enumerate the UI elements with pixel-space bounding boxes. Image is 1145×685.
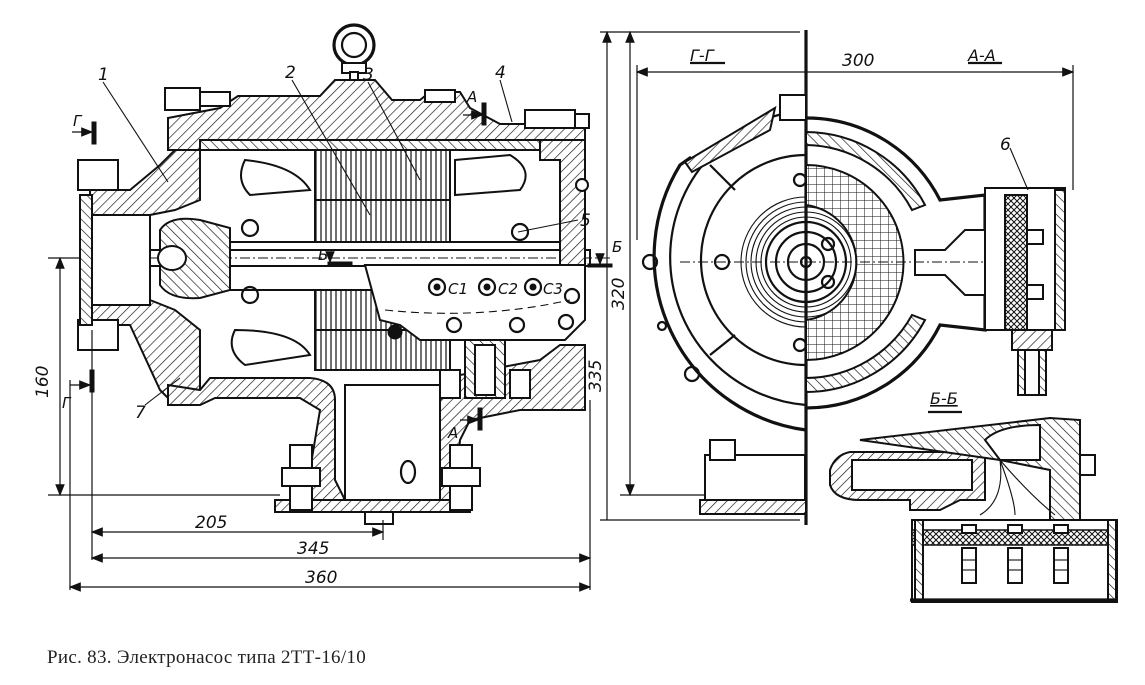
terminal-label-c3: C3	[543, 280, 563, 298]
dim-160: 160	[33, 366, 53, 398]
bearing	[240, 218, 260, 238]
section-b-b: Б-Б	[829, 389, 1118, 603]
dim-205: 205	[195, 513, 227, 533]
dim-335: 335	[586, 360, 606, 392]
bolt	[164, 87, 201, 111]
part-label-2: 2	[285, 63, 296, 83]
inlet-bore	[91, 214, 151, 306]
section-marker-b-right: Б	[587, 238, 622, 268]
part-label-1: 1	[98, 65, 109, 85]
stator-bottom	[314, 199, 451, 243]
terminal-c2	[477, 277, 497, 297]
leader-6	[1009, 147, 1029, 191]
dim-300: 300	[842, 51, 874, 71]
svg-text:Г: Г	[73, 112, 83, 130]
longitudinal-section: 1 2 3 4 5 7 C1 C2 C3 Г Г А А	[60, 23, 622, 525]
leader-7	[144, 377, 181, 406]
bb-terminal	[1053, 524, 1069, 584]
end-foot	[704, 454, 806, 501]
winding-left-bottom	[230, 328, 312, 367]
section-title-b-b: Б-Б	[930, 389, 958, 408]
section-marker-g-top: Г	[72, 112, 97, 145]
bolt	[524, 109, 576, 129]
bolt-hole	[641, 253, 659, 271]
section-title-g-g: Г-Г	[690, 46, 715, 65]
part-label-5: 5	[580, 211, 591, 231]
winding-left-top	[240, 158, 312, 197]
part-label-4: 4	[495, 63, 506, 83]
pump-drawing: 1 2 3 4 5 7 C1 C2 C3 Г Г А А	[33, 23, 1118, 603]
flange	[79, 194, 93, 326]
outlet-chamber	[344, 384, 441, 501]
bolt	[424, 89, 456, 103]
terminal-c3	[523, 277, 543, 297]
part-label-6: 6	[1000, 135, 1011, 155]
svg-text:Б: Б	[318, 246, 328, 264]
section-marker-a-top: А	[463, 88, 487, 126]
svg-text:Г: Г	[62, 394, 72, 412]
stator-winding-mesh	[805, 163, 905, 362]
bolt	[574, 113, 590, 129]
terminal-label-c1: C1	[448, 280, 468, 298]
svg-text:Б: Б	[612, 238, 622, 256]
can-top	[199, 139, 586, 151]
section-title-a-a: А-А	[967, 46, 996, 65]
dim-345: 345	[297, 539, 329, 559]
leader-3	[367, 81, 421, 181]
leader-5	[517, 219, 579, 233]
end-view-outer-left	[652, 156, 807, 432]
winding-right-top	[454, 153, 527, 197]
svg-text:А: А	[447, 424, 458, 442]
terminal-c1	[427, 277, 447, 297]
section-marker-g-bottom: Г	[62, 369, 95, 412]
bolt	[199, 91, 231, 107]
leader-4	[499, 79, 513, 123]
part-label-3: 3	[363, 65, 374, 85]
terminal-label-c2: C2	[498, 280, 518, 298]
flange-bolt	[77, 159, 119, 191]
bearing	[510, 222, 530, 242]
bb-terminal	[1007, 524, 1023, 584]
bb-terminal	[961, 524, 977, 584]
bearing	[240, 285, 260, 305]
leader-2	[291, 79, 371, 216]
svg-text:А: А	[466, 88, 477, 106]
dim-360: 360	[305, 568, 337, 588]
volute-tongue	[683, 105, 777, 174]
stator-top	[314, 149, 451, 201]
drain-hole	[399, 459, 417, 485]
section-marker-b-left: Б	[318, 246, 353, 266]
impeller	[159, 217, 231, 300]
leader-1	[102, 81, 169, 183]
part-label-7: 7	[135, 403, 146, 423]
figure-caption: Рис. 83. Электронасос типа 2ТТ-16/10	[47, 647, 367, 668]
dim-320: 320	[609, 278, 629, 310]
section-marker-a-bottom: А	[447, 407, 483, 442]
dimensions: 160 205 345 360 320 335 300	[33, 30, 1075, 592]
end-view: Г-Г А-А	[641, 30, 1066, 525]
